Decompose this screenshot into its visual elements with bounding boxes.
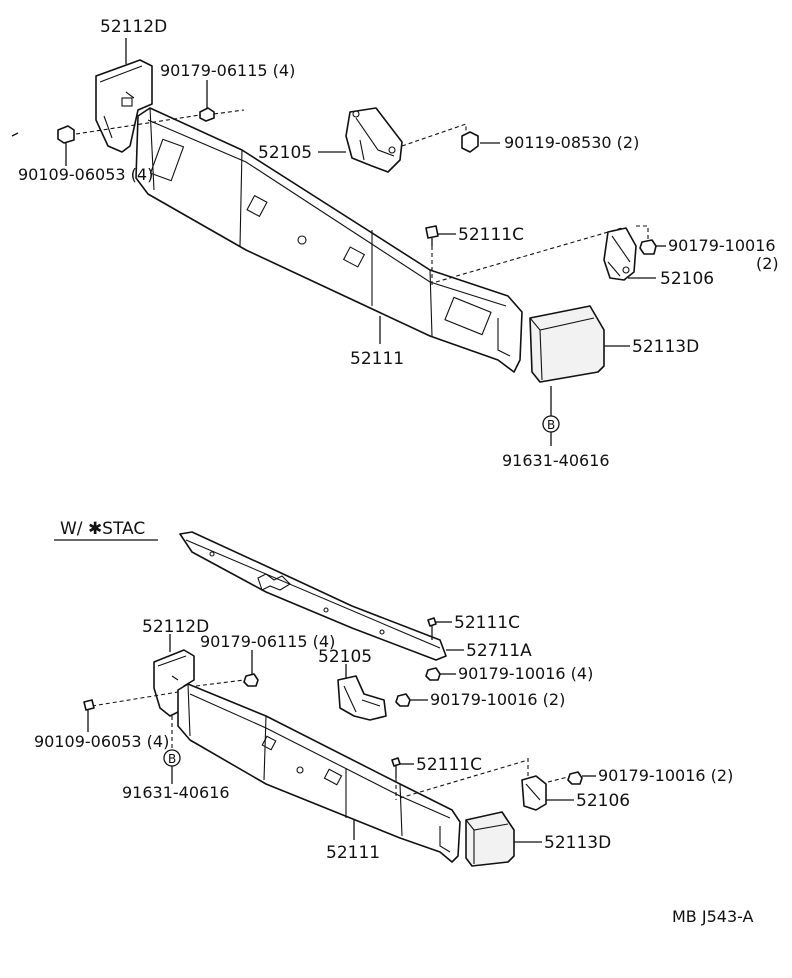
bottom-bracket-right-part: [521, 775, 547, 811]
top-marker-b-circle: [542, 415, 560, 433]
top-label-bracket-right: 52106: [660, 269, 714, 289]
bottom-label-bumper-bar: 52111: [326, 843, 380, 863]
top-end-cap-left-part: [95, 59, 153, 153]
top-assembly: 52112D 90179-06115 (4) 90109-06053 (4) 5…: [11, 17, 779, 470]
top-label-nut-right-qty: (2): [756, 254, 779, 273]
top-label-bolt-bracket: 90119-08530 (2): [504, 133, 639, 152]
bottom-label-rivet: 91631-40616: [122, 783, 230, 802]
bottom-label-end-cap-right: 52113D: [544, 833, 611, 853]
top-end-cap-right-part: [529, 305, 605, 383]
top-bolt-center-dash: [431, 227, 623, 286]
top-label-end-cap-left: 52112D: [100, 17, 167, 37]
top-label-rivet: 91631-40616: [502, 451, 610, 470]
top-label-bolt-left: 90109-06053 (4): [18, 165, 153, 184]
diagram-code: MB J543-A: [672, 907, 754, 926]
top-label-end-cap-right: 52113D: [632, 337, 699, 357]
top-label-bolt-center: 52111C: [458, 225, 524, 245]
bottom-label-nut-bracket: 90179-10016 (2): [430, 690, 565, 709]
top-marker-b-letter: B: [547, 418, 555, 432]
bottom-label-bolt-center: 52111C: [416, 755, 482, 775]
bottom-bolt-left-part: [83, 699, 95, 728]
top-bolt-bracket-part: [461, 131, 479, 153]
bottom-marker-b-circle: [163, 749, 181, 767]
top-bolt-left-part: [57, 125, 75, 158]
bottom-nut-right-part: [567, 771, 583, 785]
stray-mark: [11, 132, 19, 137]
top-label-bumper-bar: 52111: [350, 349, 404, 369]
top-label-nut-left: 90179-06115 (4): [160, 61, 295, 80]
top-bumper-bar-part: [135, 107, 523, 373]
bottom-bracket-left-part: [337, 675, 387, 721]
bottom-reinforcement-part: [179, 531, 447, 661]
top-bracket-dash: [401, 123, 467, 147]
bottom-nut-bracket-part: [395, 693, 411, 707]
bottom-assembly: W/ ✱STAC: [34, 519, 733, 867]
bottom-bolt-center-dash: [395, 759, 529, 800]
bottom-label-bolt-top: 52111C: [454, 613, 520, 633]
top-nut-left-part: [199, 107, 215, 122]
bottom-label-bracket-left: 52105: [318, 647, 372, 667]
bottom-label-nut-reinf: 90179-10016 (4): [458, 664, 593, 683]
top-bolt-left-dash: [75, 109, 245, 135]
bottom-label-nut-right: 90179-10016 (2): [598, 766, 733, 785]
bottom-label-reinforcement: 52711A: [466, 641, 532, 661]
bottom-variant-label: W/ ✱STAC: [60, 519, 145, 539]
top-bracket-left-part: [345, 107, 403, 173]
bottom-nut-left-part: [243, 673, 259, 687]
top-bracket-right-dash: [636, 225, 649, 240]
bottom-label-nut-left: 90179-06115 (4): [200, 632, 335, 651]
bottom-bolt-left-dash: [91, 679, 245, 707]
top-nut-right-part: [639, 239, 657, 255]
bottom-label-bolt-left: 90109-06053 (4): [34, 732, 169, 751]
top-label-bracket-left: 52105: [258, 143, 312, 163]
bottom-bolt-top-part: [427, 617, 437, 640]
bottom-end-cap-right-part: [465, 811, 515, 867]
bottom-marker-b-letter: B: [168, 752, 176, 766]
bottom-bolt-center-part: [391, 757, 401, 778]
bottom-nut-reinf-part: [425, 667, 441, 681]
bottom-label-end-cap-left: 52112D: [142, 617, 209, 637]
bottom-bracket-right-dash: [527, 758, 573, 783]
bottom-label-bracket-right: 52106: [576, 791, 630, 811]
top-label-nut-right-num: 90179-10016: [668, 236, 776, 255]
top-bolt-center-part: [425, 225, 439, 246]
top-bracket-right-part: [603, 227, 637, 281]
bottom-bumper-bar-part: [177, 683, 461, 863]
